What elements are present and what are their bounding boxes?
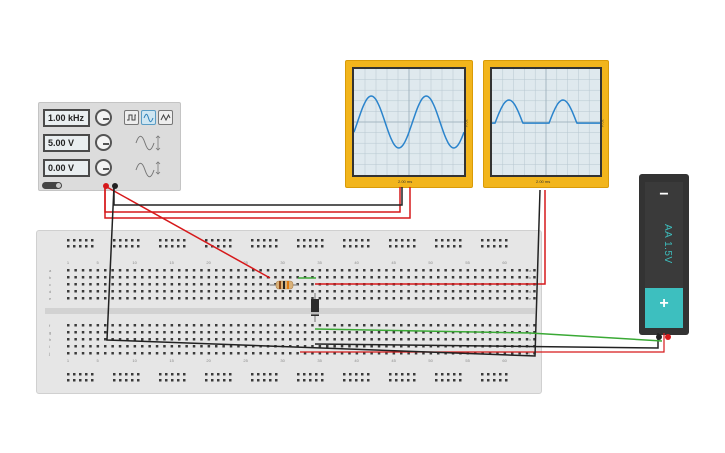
triangle-wave-button[interactable]: [158, 110, 173, 125]
svg-text:b: b: [529, 275, 532, 280]
offset-icon: [135, 161, 161, 178]
svg-text:25: 25: [243, 358, 248, 363]
frequency-display: 1.00 kHz: [43, 109, 90, 127]
svg-text:e: e: [529, 296, 532, 301]
triangle-wave-icon: [160, 113, 171, 122]
svg-text:j: j: [528, 351, 530, 356]
svg-text:h: h: [529, 337, 531, 342]
svg-text:40: 40: [354, 260, 359, 265]
svg-text:i: i: [49, 344, 50, 349]
svg-text:a: a: [529, 268, 532, 273]
svg-text:d: d: [49, 289, 51, 294]
square-wave-icon: [127, 114, 136, 121]
svg-text:5: 5: [96, 358, 99, 363]
scope-2-trace: [492, 99, 600, 124]
battery-body: [645, 182, 683, 288]
amplitude-display: 5.00 V: [43, 134, 90, 152]
svg-text:c: c: [529, 282, 531, 287]
svg-text:50: 50: [428, 260, 433, 265]
svg-text:40: 40: [354, 358, 359, 363]
scope-2-time-label: 2.00 ms: [536, 179, 551, 184]
svg-text:g: g: [49, 330, 51, 335]
svg-text:c: c: [49, 282, 51, 287]
svg-text:a: a: [49, 268, 52, 273]
scope-1-trace: [353, 95, 465, 149]
svg-text:j: j: [48, 351, 50, 356]
svg-text:55: 55: [465, 358, 470, 363]
svg-text:30: 30: [280, 358, 285, 363]
square-wave-button[interactable]: [124, 110, 139, 125]
function-generator[interactable]: 1.00 kHz 5.00 V 0.00 V: [38, 102, 181, 191]
battery-minus-sign: −: [659, 186, 669, 203]
svg-text:f: f: [529, 323, 531, 328]
scope-2-grid: [492, 69, 600, 175]
amplitude-icon: [135, 135, 161, 151]
battery-plus-sign: +: [659, 295, 669, 312]
offset-knob[interactable]: [95, 159, 112, 176]
scope-2-volt-label: 10 V: [600, 119, 605, 128]
svg-text:20: 20: [206, 260, 211, 265]
svg-text:20: 20: [206, 358, 211, 363]
svg-text:10: 10: [132, 260, 137, 265]
sine-wave-icon: [143, 113, 154, 123]
svg-text:5: 5: [96, 260, 99, 265]
scope-2-screen: [490, 67, 602, 177]
scope-1-screen: [352, 67, 466, 177]
offset-display: 0.00 V: [43, 159, 90, 177]
svg-text:30: 30: [280, 260, 285, 265]
battery-label: AA 1.5V: [662, 224, 673, 264]
breadboard-holes: 1155101015152020252530303535404045455050…: [45, 239, 536, 382]
battery-negative-terminal[interactable]: [656, 334, 662, 340]
scope-1-volt-label: 10 V: [464, 119, 469, 128]
scope-1-grid: [354, 69, 464, 175]
svg-text:i: i: [529, 344, 530, 349]
svg-text:15: 15: [169, 358, 174, 363]
fg-positive-terminal[interactable]: [103, 183, 109, 189]
battery-positive-terminal[interactable]: [665, 334, 671, 340]
svg-text:15: 15: [169, 260, 174, 265]
frequency-knob[interactable]: [95, 109, 112, 126]
svg-text:g: g: [529, 330, 531, 335]
svg-text:1: 1: [67, 260, 70, 265]
svg-text:10: 10: [132, 358, 137, 363]
oscilloscope-2[interactable]: 2.00 ms 10 V: [483, 60, 609, 188]
svg-text:60: 60: [502, 260, 507, 265]
battery-cap: [645, 288, 683, 328]
svg-text:d: d: [529, 289, 531, 294]
svg-text:e: e: [49, 296, 52, 301]
svg-text:45: 45: [391, 358, 396, 363]
scope-1-plot: [353, 69, 465, 175]
svg-text:35: 35: [317, 358, 322, 363]
battery-aa[interactable]: − AA 1.5V +: [639, 174, 689, 340]
svg-text:50: 50: [428, 358, 433, 363]
svg-text:1: 1: [67, 358, 70, 363]
power-toggle[interactable]: [42, 182, 62, 189]
scope-2-plot: [492, 69, 600, 175]
amplitude-knob[interactable]: [95, 134, 112, 151]
oscilloscope-1[interactable]: 2.00 ms 10 V: [345, 60, 473, 188]
svg-text:60: 60: [502, 358, 507, 363]
svg-text:f: f: [49, 323, 51, 328]
fg-negative-terminal[interactable]: [112, 183, 118, 189]
svg-text:55: 55: [465, 260, 470, 265]
svg-text:h: h: [49, 337, 51, 342]
sine-wave-button[interactable]: [141, 110, 156, 125]
svg-text:b: b: [49, 275, 52, 280]
svg-text:45: 45: [391, 260, 396, 265]
svg-text:25: 25: [243, 260, 248, 265]
scope-1-time-label: 2.00 ms: [398, 179, 413, 184]
svg-text:35: 35: [317, 260, 322, 265]
